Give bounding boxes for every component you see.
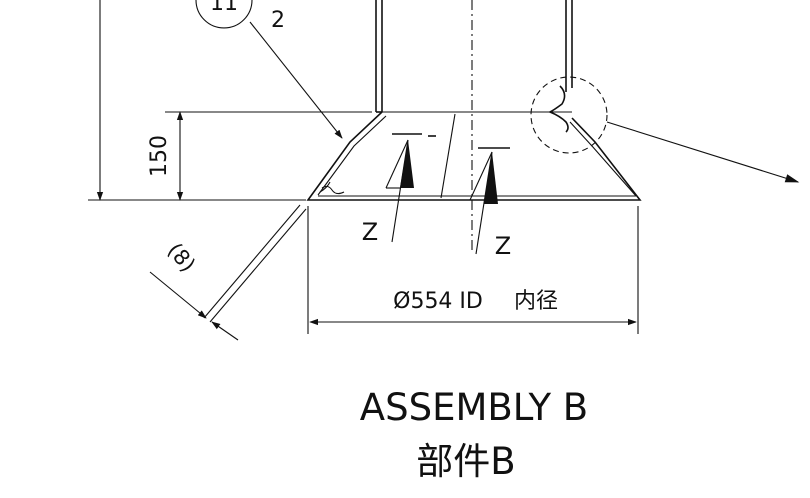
drawing-title: ASSEMBLY B 部件B (360, 386, 588, 483)
cone-base (306, 111, 642, 201)
section-mark-right: Z (469, 147, 511, 260)
tube (375, 0, 573, 250)
detail-circle (530, 76, 800, 183)
extension-lines (88, 111, 372, 201)
balloon-quantity: 2 (271, 8, 285, 33)
title-english: ASSEMBLY B (360, 386, 588, 429)
balloon-item-number: 11 (210, 0, 238, 16)
section-mark-left-label: Z (362, 218, 378, 246)
height-dimension: 150 (147, 111, 184, 201)
section-mark-left: Z (362, 133, 436, 246)
title-chinese: 部件B (416, 440, 515, 483)
diameter-dimension-value: Ø554 ID (393, 289, 483, 314)
section-mark-right-label: Z (495, 232, 511, 260)
diameter-dimension-cn: 内径 (514, 289, 558, 314)
thickness-dimension-value: (8) (163, 238, 201, 276)
diameter-dimension: Ø554 ID 内径 (307, 206, 639, 334)
item-balloon: 11 2 (195, 0, 285, 33)
thickness-dimension: (8) (149, 204, 307, 341)
balloon-leader (249, 21, 343, 139)
height-dimension-value: 150 (147, 135, 172, 177)
